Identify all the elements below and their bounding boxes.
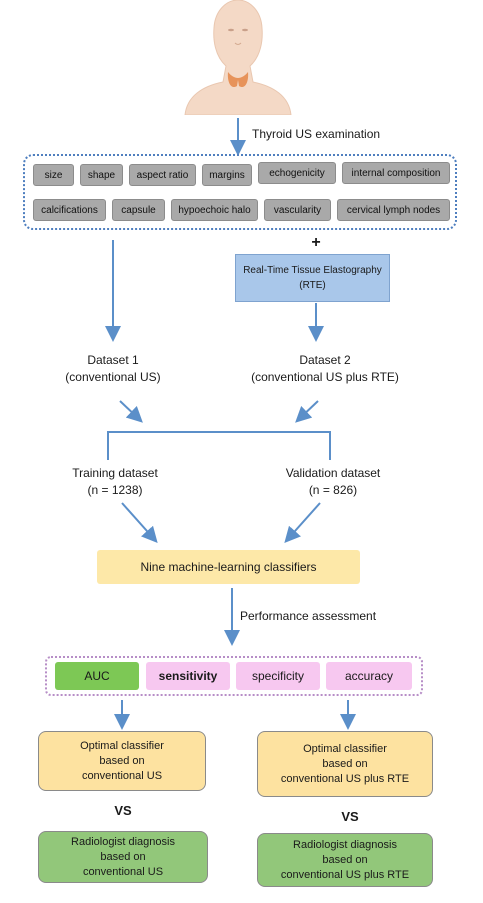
radiologist-left-line1: Radiologist diagnosis [71,835,175,848]
dataset2-title: Dataset 2 [299,353,351,367]
radiologist-diagnosis-left: Radiologist diagnosis based on conventio… [38,831,208,883]
human-head-icon [184,0,292,115]
optimal-right-line3: conventional US plus RTE [280,772,410,785]
optimal-left-line3: conventional US [81,769,163,782]
metric-specificity: specificity [236,662,320,690]
training-label: Training dataset (n = 1238) [60,465,170,499]
metric-sensitivity: sensitivity [146,662,230,690]
split-bracket [107,431,331,460]
vs-left: VS [114,803,132,818]
radiologist-diagnosis-right: Radiologist diagnosis based on conventio… [257,833,433,887]
optimal-left-line2: based on [99,754,145,767]
arrow-dataset1-to-split [119,400,143,423]
optimal-classifier-right: Optimal classifier based on conventional… [257,731,433,797]
thyroid-gland-icon [227,72,249,88]
optimal-left-line1: Optimal classifier [80,739,164,752]
radiologist-right-line2: based on [322,853,368,866]
metric-accuracy: accuracy [326,662,412,690]
classifiers-box: Nine machine-learning classifiers [97,550,360,584]
validation-count: (n = 826) [308,483,358,497]
dataset1-label: Dataset 1 (conventional US) [48,352,178,386]
exam-label: Thyroid US examination [252,127,381,141]
arrow-validation-to-classifiers [284,502,321,543]
optimal-classifier-left: Optimal classifier based on conventional… [38,731,206,791]
dataset2-subtitle: (conventional US plus RTE) [251,370,399,384]
feature-margins: margins [202,164,252,186]
metric-auc: AUC [55,662,139,690]
features-container [23,154,457,230]
feature-capsule: capsule [112,199,165,221]
dataset1-subtitle: (conventional US) [65,370,161,384]
optimal-right-line2: based on [322,757,368,770]
optimal-right-line1: Optimal classifier [303,742,387,755]
vs-right: VS [341,809,359,824]
radiologist-left-line2: based on [100,850,146,863]
training-count: (n = 1238) [87,483,143,497]
dataset1-title: Dataset 1 [87,353,139,367]
assessment-label: Performance assessment [240,609,377,623]
feature-calcifications: calcifications [33,199,106,221]
feature-echogenicity: echogenicity [258,162,336,184]
arrow-dataset2-to-split [295,400,319,423]
radiologist-left-line3: conventional US [82,865,164,878]
plus-sign: + [311,234,321,251]
dataset2-label: Dataset 2 (conventional US plus RTE) [240,352,410,386]
feature-shape: shape [80,164,123,186]
feature-internal-composition: internal composition [342,162,450,184]
radiologist-right-line1: Radiologist diagnosis [293,838,397,851]
feature-cervical-lymph-nodes: cervical lymph nodes [337,199,450,221]
feature-vascularity: vascularity [264,199,331,221]
validation-label: Validation dataset (n = 826) [278,465,388,499]
feature-hypoechoic-halo: hypoechoic halo [171,199,258,221]
training-title: Training dataset [72,466,158,480]
feature-aspect-ratio: aspect ratio [129,164,196,186]
feature-size: size [33,164,74,186]
validation-title: Validation dataset [285,466,381,480]
radiologist-right-line3: conventional US plus RTE [280,868,410,881]
metrics-container [45,656,423,696]
arrow-training-to-classifiers [121,502,158,543]
rte-box: Real-Time Tissue Elastography (RTE) [235,254,390,302]
